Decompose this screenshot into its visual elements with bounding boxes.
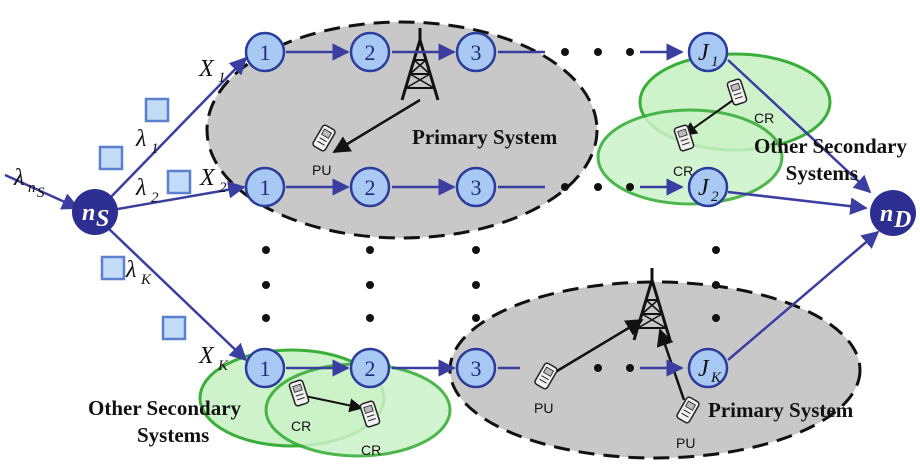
svg-text:X: X [198, 56, 215, 82]
svg-text:3: 3 [471, 175, 482, 200]
svg-text:3: 3 [471, 40, 482, 65]
svg-text:2: 2 [219, 180, 227, 196]
secondary-top-label-line1: Other Secondary [754, 134, 908, 158]
input-rate-label: λ n S [13, 165, 45, 201]
node-path1-3: 3 [455, 31, 497, 73]
node-path2-3: 3 [455, 166, 497, 208]
svg-text:1: 1 [218, 70, 226, 86]
node-path1-2: 2 [349, 31, 391, 73]
svg-text:1: 1 [711, 54, 719, 70]
svg-text:2: 2 [711, 189, 719, 205]
svg-text:2: 2 [365, 40, 376, 65]
svg-text:1: 1 [260, 356, 271, 381]
packet-squares [98, 97, 192, 341]
secondary-bottom-label-line2: Systems [137, 423, 209, 447]
primary-system-top-region [205, 20, 599, 240]
svg-text:K: K [140, 272, 152, 288]
primary-system-top-label: Primary System [412, 125, 558, 149]
route-links [4, 43, 880, 377]
svg-text:S: S [37, 185, 45, 201]
pu-label-bottom-1: PU [534, 400, 553, 416]
primary-system-bottom-label: Primary System [708, 398, 854, 422]
svg-text:n: n [82, 200, 95, 226]
node-pathK-3: 3 [455, 347, 497, 389]
svg-text:J: J [698, 175, 710, 201]
svg-text:λ: λ [13, 165, 24, 191]
cr-label-top-1: CR [754, 110, 774, 126]
svg-text:1: 1 [260, 40, 271, 65]
svg-text:S: S [96, 206, 109, 232]
svg-text:λ: λ [135, 175, 146, 201]
node-path2-2: 2 [349, 166, 391, 208]
svg-text:J: J [698, 356, 710, 382]
node-pathK-2: 2 [349, 347, 391, 389]
svg-text:λ: λ [135, 126, 146, 152]
svg-text:n: n [28, 180, 36, 196]
svg-text:2: 2 [365, 356, 376, 381]
cr-label-bottom-2: CR [361, 442, 381, 458]
pu-label-bottom-2: PU [676, 435, 695, 451]
destination-node: n D [870, 190, 916, 236]
svg-text:2: 2 [365, 175, 376, 200]
svg-text:λ: λ [125, 257, 136, 283]
svg-text:J: J [698, 40, 710, 66]
svg-text:X: X [198, 343, 215, 369]
svg-text:n: n [880, 201, 893, 227]
node-path2-1: 1 [244, 166, 286, 208]
svg-text:3: 3 [471, 356, 482, 381]
svg-text:K: K [710, 370, 722, 386]
node-pathK-1: 1 [244, 347, 286, 389]
secondary-bottom-label-line1: Other Secondary [88, 396, 242, 420]
svg-text:2: 2 [151, 190, 159, 206]
svg-text:D: D [893, 207, 911, 233]
cr-label-top-2: CR [673, 163, 693, 179]
source-node: n S [72, 189, 118, 235]
ellipsis-dots [262, 48, 720, 372]
pu-label-top: PU [312, 162, 331, 178]
node-path1-1: 1 [244, 31, 286, 73]
svg-text:1: 1 [151, 141, 159, 157]
cr-label-bottom-1: CR [291, 418, 311, 434]
svg-text:1: 1 [260, 175, 271, 200]
svg-text:X: X [199, 165, 216, 191]
secondary-region-top-2 [596, 108, 784, 206]
svg-text:K: K [217, 358, 229, 374]
secondary-top-label-line2: Systems [786, 161, 858, 185]
